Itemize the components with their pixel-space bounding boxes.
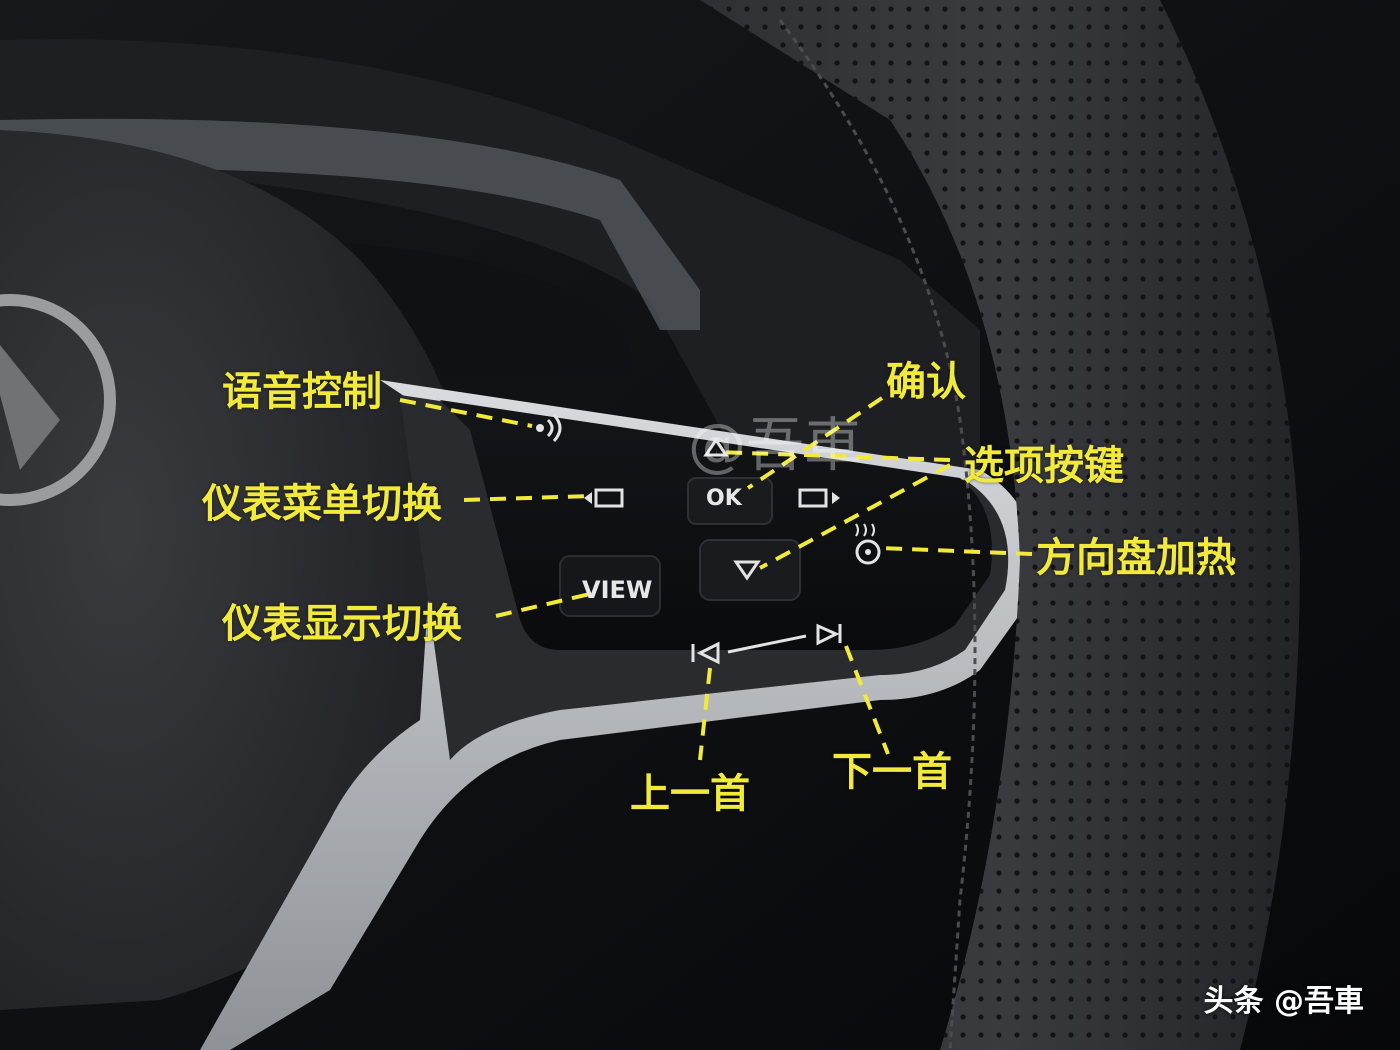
leader-lines: [399, 396, 1033, 761]
rim-perforation: [700, 0, 1300, 1050]
ok-button-label: OK: [706, 486, 742, 511]
view-button-key[interactable]: [559, 555, 661, 617]
logo-emblem: [0, 345, 60, 470]
dashboard-chrome-trim: [0, 118, 700, 330]
down-arrow-icon: [733, 560, 761, 581]
next-track-icon: [816, 623, 842, 646]
label-confirm: 确认: [886, 359, 966, 405]
label-previous-track: 上一首: [630, 771, 750, 817]
label-voice-control: 语音控制: [222, 369, 382, 415]
rim-stitching: [778, 19, 977, 1050]
wheel-heating-icon: [855, 523, 881, 565]
label-cluster-display-switch: 仪表显示切换: [222, 601, 462, 647]
source-credit: 头条 @吾車: [1203, 984, 1364, 1019]
view-button-label: VIEW: [582, 576, 653, 604]
logo-ring: [0, 294, 116, 506]
menu-switch-left-icon: [584, 488, 624, 508]
label-cluster-menu-switch: 仪表菜单切换: [202, 481, 442, 527]
voice-control-icon: [536, 413, 562, 443]
ok-button-key[interactable]: [687, 477, 773, 525]
previous-track-icon: [691, 641, 720, 665]
up-arrow-icon: [703, 437, 729, 457]
down-button-key[interactable]: [699, 539, 801, 601]
label-option-keys: 选项按键: [964, 443, 1124, 489]
track-divider: [727, 634, 807, 654]
watermark: @吾車: [688, 411, 863, 479]
label-wheel-heating: 方向盘加热: [1036, 535, 1236, 581]
menu-switch-right-icon: [798, 488, 840, 508]
label-next-track: 下一首: [832, 749, 952, 795]
